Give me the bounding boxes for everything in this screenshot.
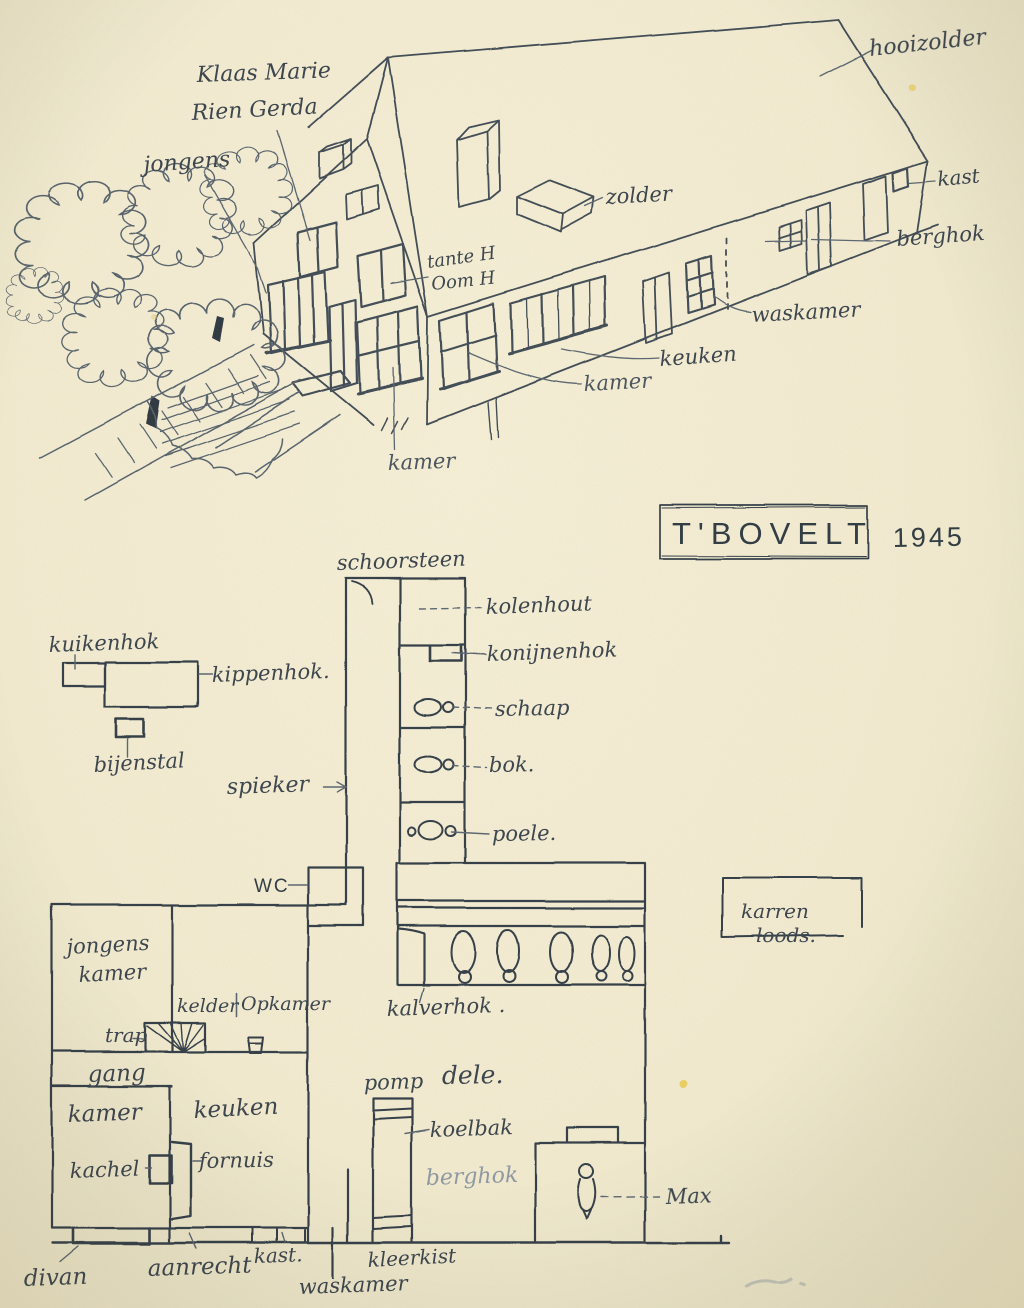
paper-vignette: [0, 0, 1024, 1308]
sketch-page: Klaas Marie Rien Gerda jongens hooizolde…: [0, 0, 1024, 1308]
farm-sketch-canvas: Klaas Marie Rien Gerda jongens hooizolde…: [0, 0, 1024, 1308]
